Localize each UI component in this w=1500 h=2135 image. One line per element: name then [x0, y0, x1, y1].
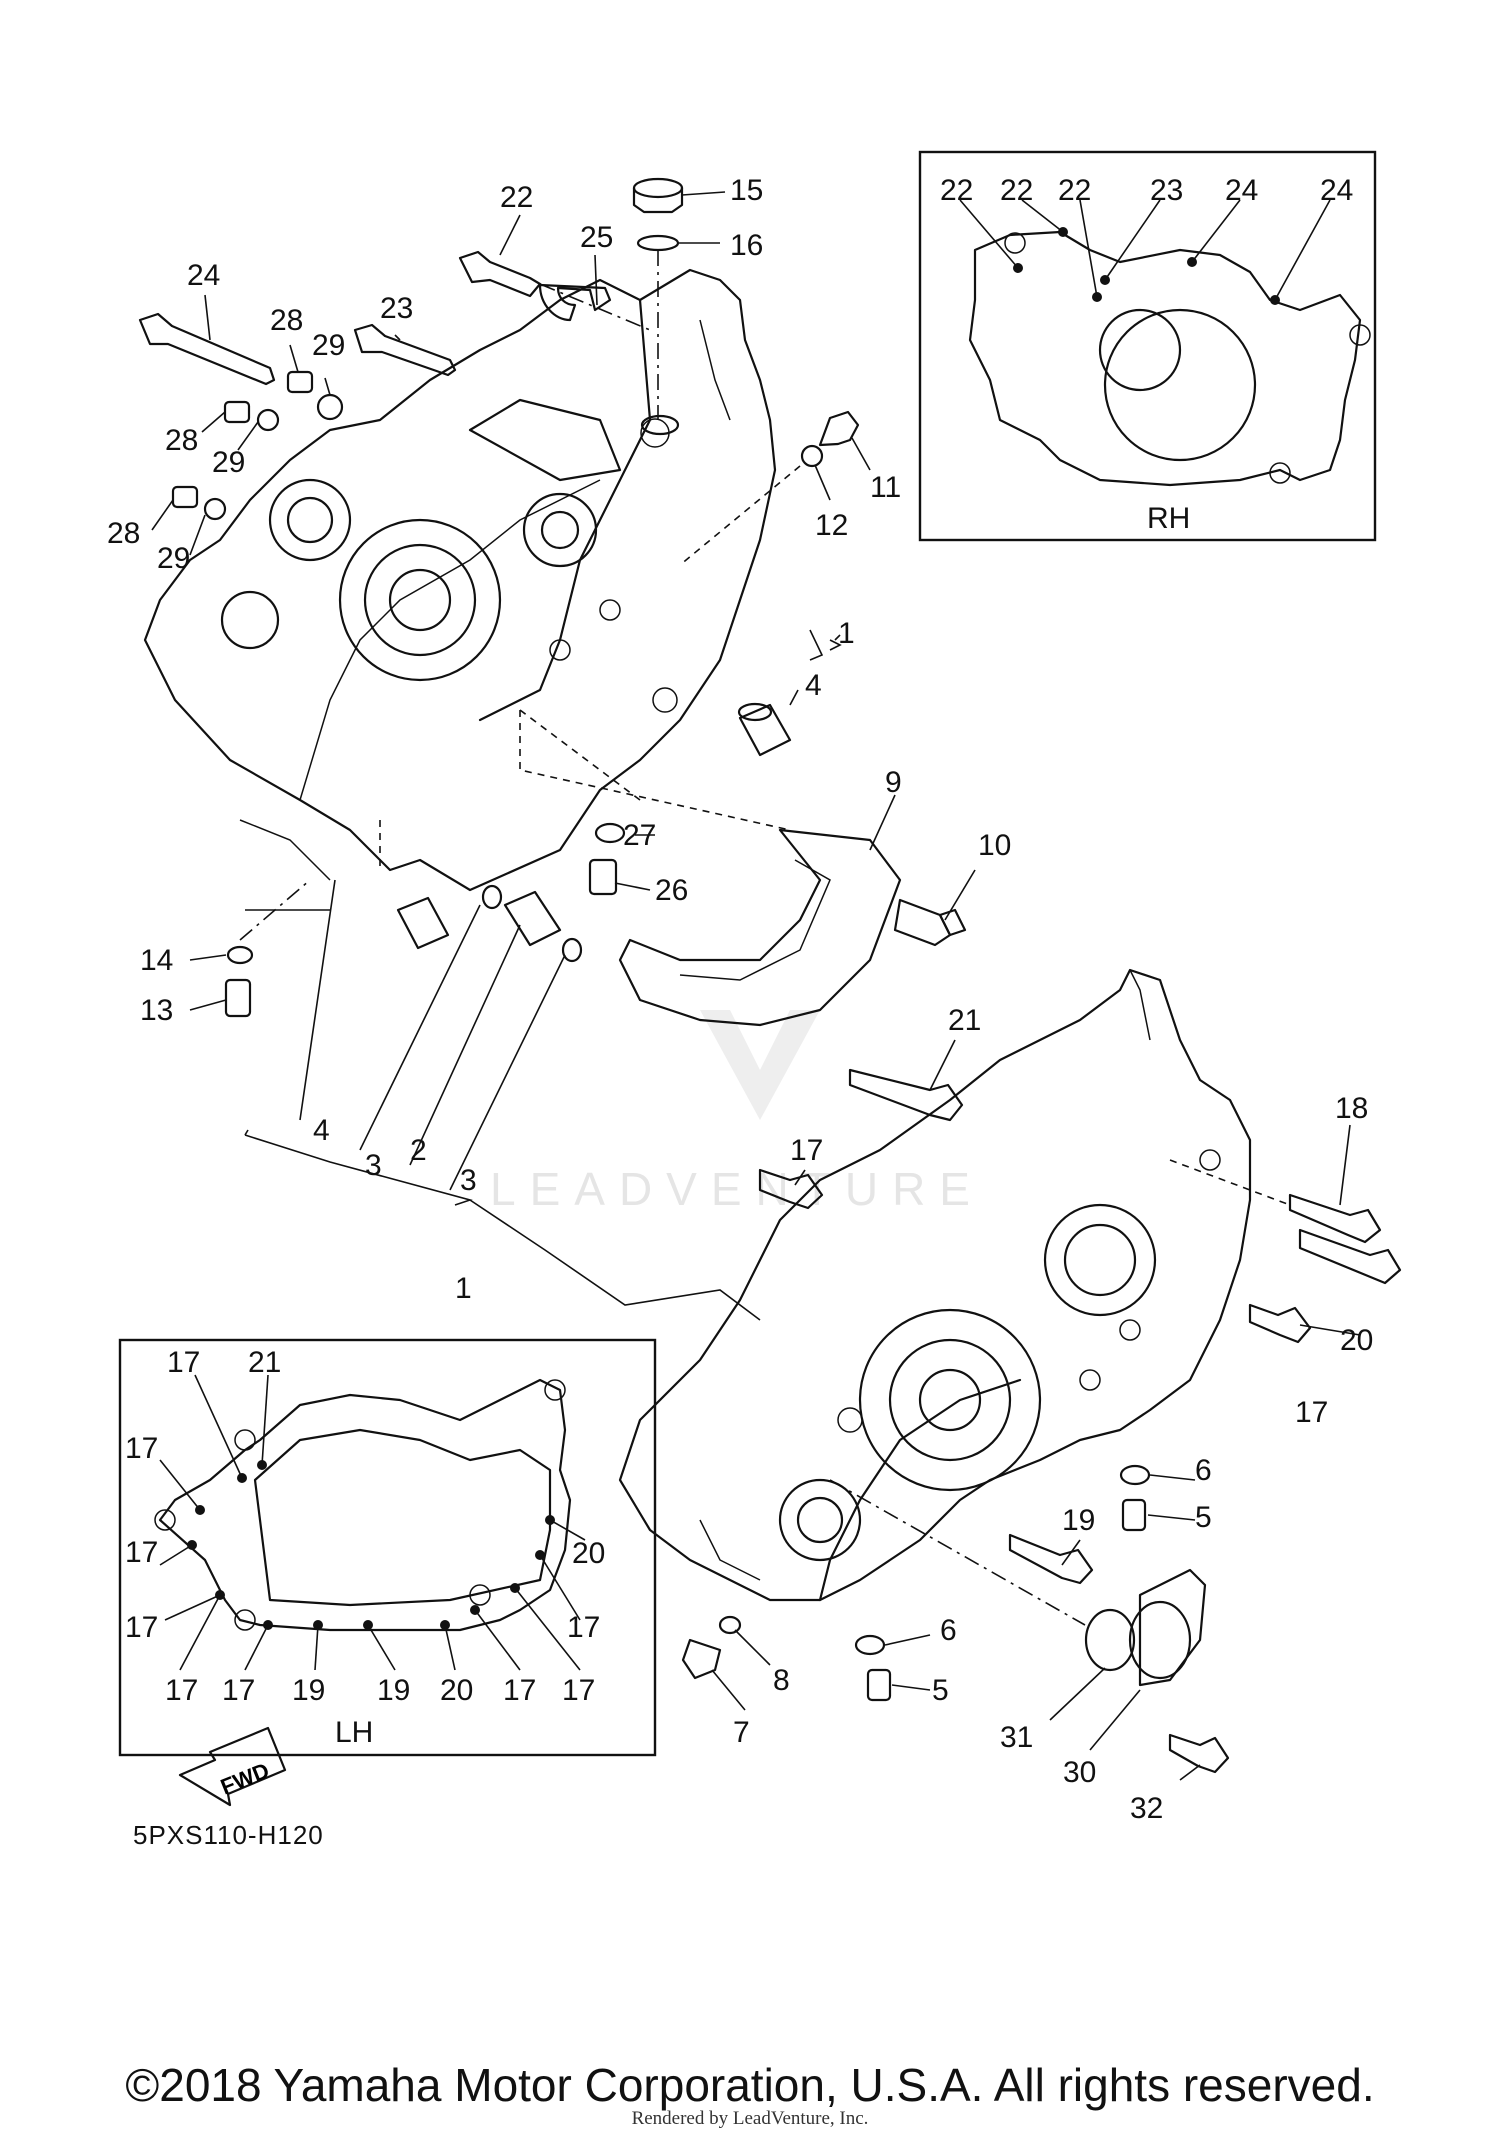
rh-label: RH	[1147, 502, 1190, 535]
callout-26: 26	[655, 874, 688, 907]
diagram-code: 5PXS110-H120	[133, 1820, 324, 1850]
leader-lines	[151, 191, 1361, 1781]
clamp-part-25	[538, 283, 612, 322]
callout-5a: 5	[1195, 1501, 1212, 1534]
bolt-washer-parts-7-8	[681, 1615, 742, 1680]
lh-callout-20a: 20	[440, 1674, 473, 1707]
lh-callout-21: 21	[248, 1346, 281, 1379]
rh-callout-22c: 22	[1058, 174, 1091, 207]
callout-18: 18	[1335, 1092, 1368, 1125]
dowel-part-4-upper	[737, 702, 792, 757]
lh-callout-17a: 17	[167, 1346, 200, 1379]
bolt-part-10	[893, 898, 967, 947]
lh-inset: 17 21 17 17 17 17 17 19 19 20 17 17 17 2…	[118, 1338, 657, 1757]
lh-callout-17e: 17	[165, 1674, 198, 1707]
callout-6a: 6	[1195, 1454, 1212, 1487]
callout-4b: 4	[313, 1114, 330, 1147]
bolt-parts-18-20	[1169, 1159, 1402, 1285]
callout-1a: 1	[838, 617, 855, 650]
bolt-washer-parts-11-12	[679, 410, 860, 566]
callout-17b: 17	[1295, 1396, 1328, 1429]
rendered-by-notice: Rendered by LeadVenture, Inc.	[631, 2108, 869, 2129]
watermark-text: LEADVENTURE	[490, 1163, 984, 1215]
bolt-part-23	[353, 323, 457, 377]
callout-3a: 3	[365, 1149, 382, 1182]
callout-19: 19	[1062, 1504, 1095, 1537]
callout-5b: 5	[932, 1674, 949, 1707]
callout-14: 14	[140, 944, 173, 977]
callout-20: 20	[1340, 1324, 1373, 1357]
bolt-part-17-right	[1248, 1303, 1312, 1344]
callout-16: 16	[730, 229, 763, 262]
washer-bolt-parts-26-27	[588, 822, 626, 896]
callout-28b: 28	[165, 424, 198, 457]
callout-22: 22	[500, 181, 533, 214]
lh-callout-17f: 17	[222, 1674, 255, 1707]
bolt-part-24	[138, 312, 276, 386]
callout-24: 24	[187, 259, 220, 292]
callout-31: 31	[1000, 1721, 1033, 1754]
lh-callout-17d: 17	[125, 1611, 158, 1644]
bolt-part-19	[1008, 1533, 1094, 1585]
callout-28a: 28	[270, 304, 303, 337]
callout-13: 13	[140, 994, 173, 1027]
callout-9: 9	[885, 766, 902, 799]
left-crankcase-half	[143, 268, 777, 892]
rh-callout-23: 23	[1150, 174, 1183, 207]
callout-11: 11	[870, 471, 901, 504]
callout-17a: 17	[790, 1134, 823, 1167]
callout-21: 21	[948, 1004, 981, 1037]
rh-callout-24b: 24	[1320, 174, 1353, 207]
rh-callout-24a: 24	[1225, 174, 1258, 207]
lh-callout-17b: 17	[125, 1432, 158, 1465]
callout-3b: 3	[460, 1164, 477, 1197]
lh-callout-20b: 20	[572, 1537, 605, 1570]
rh-callout-22a: 22	[940, 174, 973, 207]
callout-7: 7	[733, 1716, 750, 1749]
callout-15: 15	[730, 174, 763, 207]
callout-10: 10	[978, 829, 1011, 862]
callout-12: 12	[815, 509, 848, 542]
dowel-pipe-oring-parts-2-3-4	[396, 884, 583, 963]
callout-27: 27	[623, 819, 656, 852]
lh-callout-17c: 17	[125, 1536, 158, 1569]
bolt-part-21	[848, 1068, 964, 1122]
nut-washer-parts-28-29	[171, 370, 344, 521]
lh-callout-17i: 17	[567, 1611, 600, 1644]
callout-2: 2	[410, 1134, 427, 1167]
rh-callout-22b: 22	[1000, 174, 1033, 207]
callout-6b: 6	[940, 1614, 957, 1647]
callout-23: 23	[380, 292, 413, 325]
callout-29a: 29	[312, 329, 345, 362]
callout-29b: 29	[212, 446, 245, 479]
rh-inset: 22 22 22 23 24 24 RH	[918, 150, 1377, 542]
callout-25: 25	[580, 221, 613, 254]
cover-oring-bolt-parts-30-31-32	[829, 1479, 1230, 1774]
lh-callout-19b: 19	[377, 1674, 410, 1707]
watermark: LEADVENTURE	[490, 1010, 984, 1215]
main-callouts: 15 16 22 25 24 23 28 29 28 29 28 29 11 1…	[107, 174, 1373, 1825]
callout-28c: 28	[107, 517, 140, 550]
callout-8: 8	[773, 1664, 790, 1697]
callout-29c: 29	[157, 542, 190, 575]
callout-30: 30	[1063, 1756, 1096, 1789]
washer-bolt-parts-13-14	[224, 945, 254, 1018]
lh-label: LH	[335, 1716, 373, 1749]
callout-4a: 4	[805, 669, 822, 702]
callout-32: 32	[1130, 1792, 1163, 1825]
right-crankcase-half	[618, 968, 1252, 1602]
callout-1b: 1	[455, 1272, 472, 1305]
copyright-notice: ©2018 Yamaha Motor Corporation, U.S.A. A…	[125, 2059, 1375, 2111]
crankcase-cover-guide	[618, 828, 902, 1027]
lh-callout-17h: 17	[562, 1674, 595, 1707]
bolt-part-17	[758, 1168, 824, 1210]
fwd-label: FWD	[217, 1758, 273, 1800]
washer-bolt-parts-5-6	[854, 1464, 1151, 1702]
lh-callout-19a: 19	[292, 1674, 325, 1707]
fwd-arrow: FWD	[178, 1726, 287, 1807]
lh-callout-17g: 17	[503, 1674, 536, 1707]
